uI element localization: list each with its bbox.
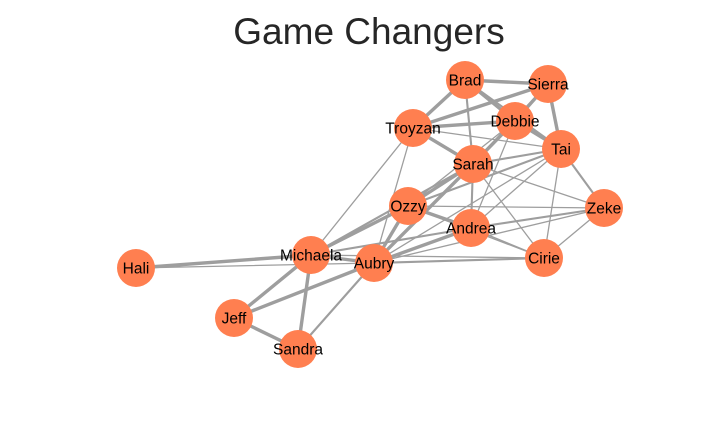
node-andrea — [452, 209, 490, 247]
node-label-debbie: Debbie — [490, 114, 539, 131]
edge-michaela-hali — [134, 253, 313, 270]
node-label-sarah: Sarah — [452, 157, 493, 174]
edge-aubry-hali — [135, 262, 375, 269]
node-label-jeff: Jeff — [222, 311, 247, 328]
node-hali — [117, 249, 155, 287]
edge-sarah-zeke — [472, 163, 605, 209]
node-label-michaela: Michaela — [280, 248, 342, 265]
node-aubry — [355, 244, 393, 282]
node-label-zeke: Zeke — [587, 201, 621, 218]
node-tai — [542, 130, 580, 168]
node-jeff — [215, 299, 253, 337]
node-label-andrea: Andrea — [446, 221, 496, 238]
node-michaela — [292, 236, 330, 274]
node-label-ozzy: Ozzy — [390, 199, 426, 216]
graph-title: Game Changers — [233, 11, 504, 52]
node-label-aubry: Aubry — [354, 256, 395, 273]
edge-zeke-andrea — [469, 206, 606, 230]
node-cirie — [525, 239, 563, 277]
node-sierra — [529, 65, 567, 103]
nodes-layer — [117, 61, 623, 368]
edge-sierra-troyzan — [411, 82, 550, 130]
node-label-cirie: Cirie — [528, 251, 560, 268]
edge-michaela-cirie — [310, 254, 545, 259]
node-sarah — [454, 145, 492, 183]
node-ozzy — [389, 187, 427, 225]
edge-zeke-ozzy — [407, 205, 605, 209]
node-sandra — [279, 330, 317, 368]
node-debbie — [496, 102, 534, 140]
edge-troyzan-tai — [412, 127, 562, 150]
edge-aubry-jeff — [232, 261, 376, 320]
node-brad — [446, 61, 484, 99]
node-label-brad: Brad — [449, 73, 482, 90]
node-zeke — [585, 189, 623, 227]
edge-sarah-cirie — [472, 163, 545, 259]
node-label-sierra: Sierra — [527, 77, 569, 94]
node-label-sandra: Sandra — [273, 342, 323, 359]
edge-tai-andrea — [470, 148, 562, 229]
edge-troyzan-michaela — [310, 127, 414, 256]
edge-andrea-michaela — [309, 226, 473, 257]
edge-aubry-sandra — [296, 261, 376, 351]
node-troyzan — [394, 109, 432, 147]
node-label-troyzan: Troyzan — [385, 121, 440, 138]
edge-aubry-cirie — [372, 256, 546, 265]
node-label-tai: Tai — [551, 142, 571, 159]
node-label-hali: Hali — [123, 261, 150, 278]
